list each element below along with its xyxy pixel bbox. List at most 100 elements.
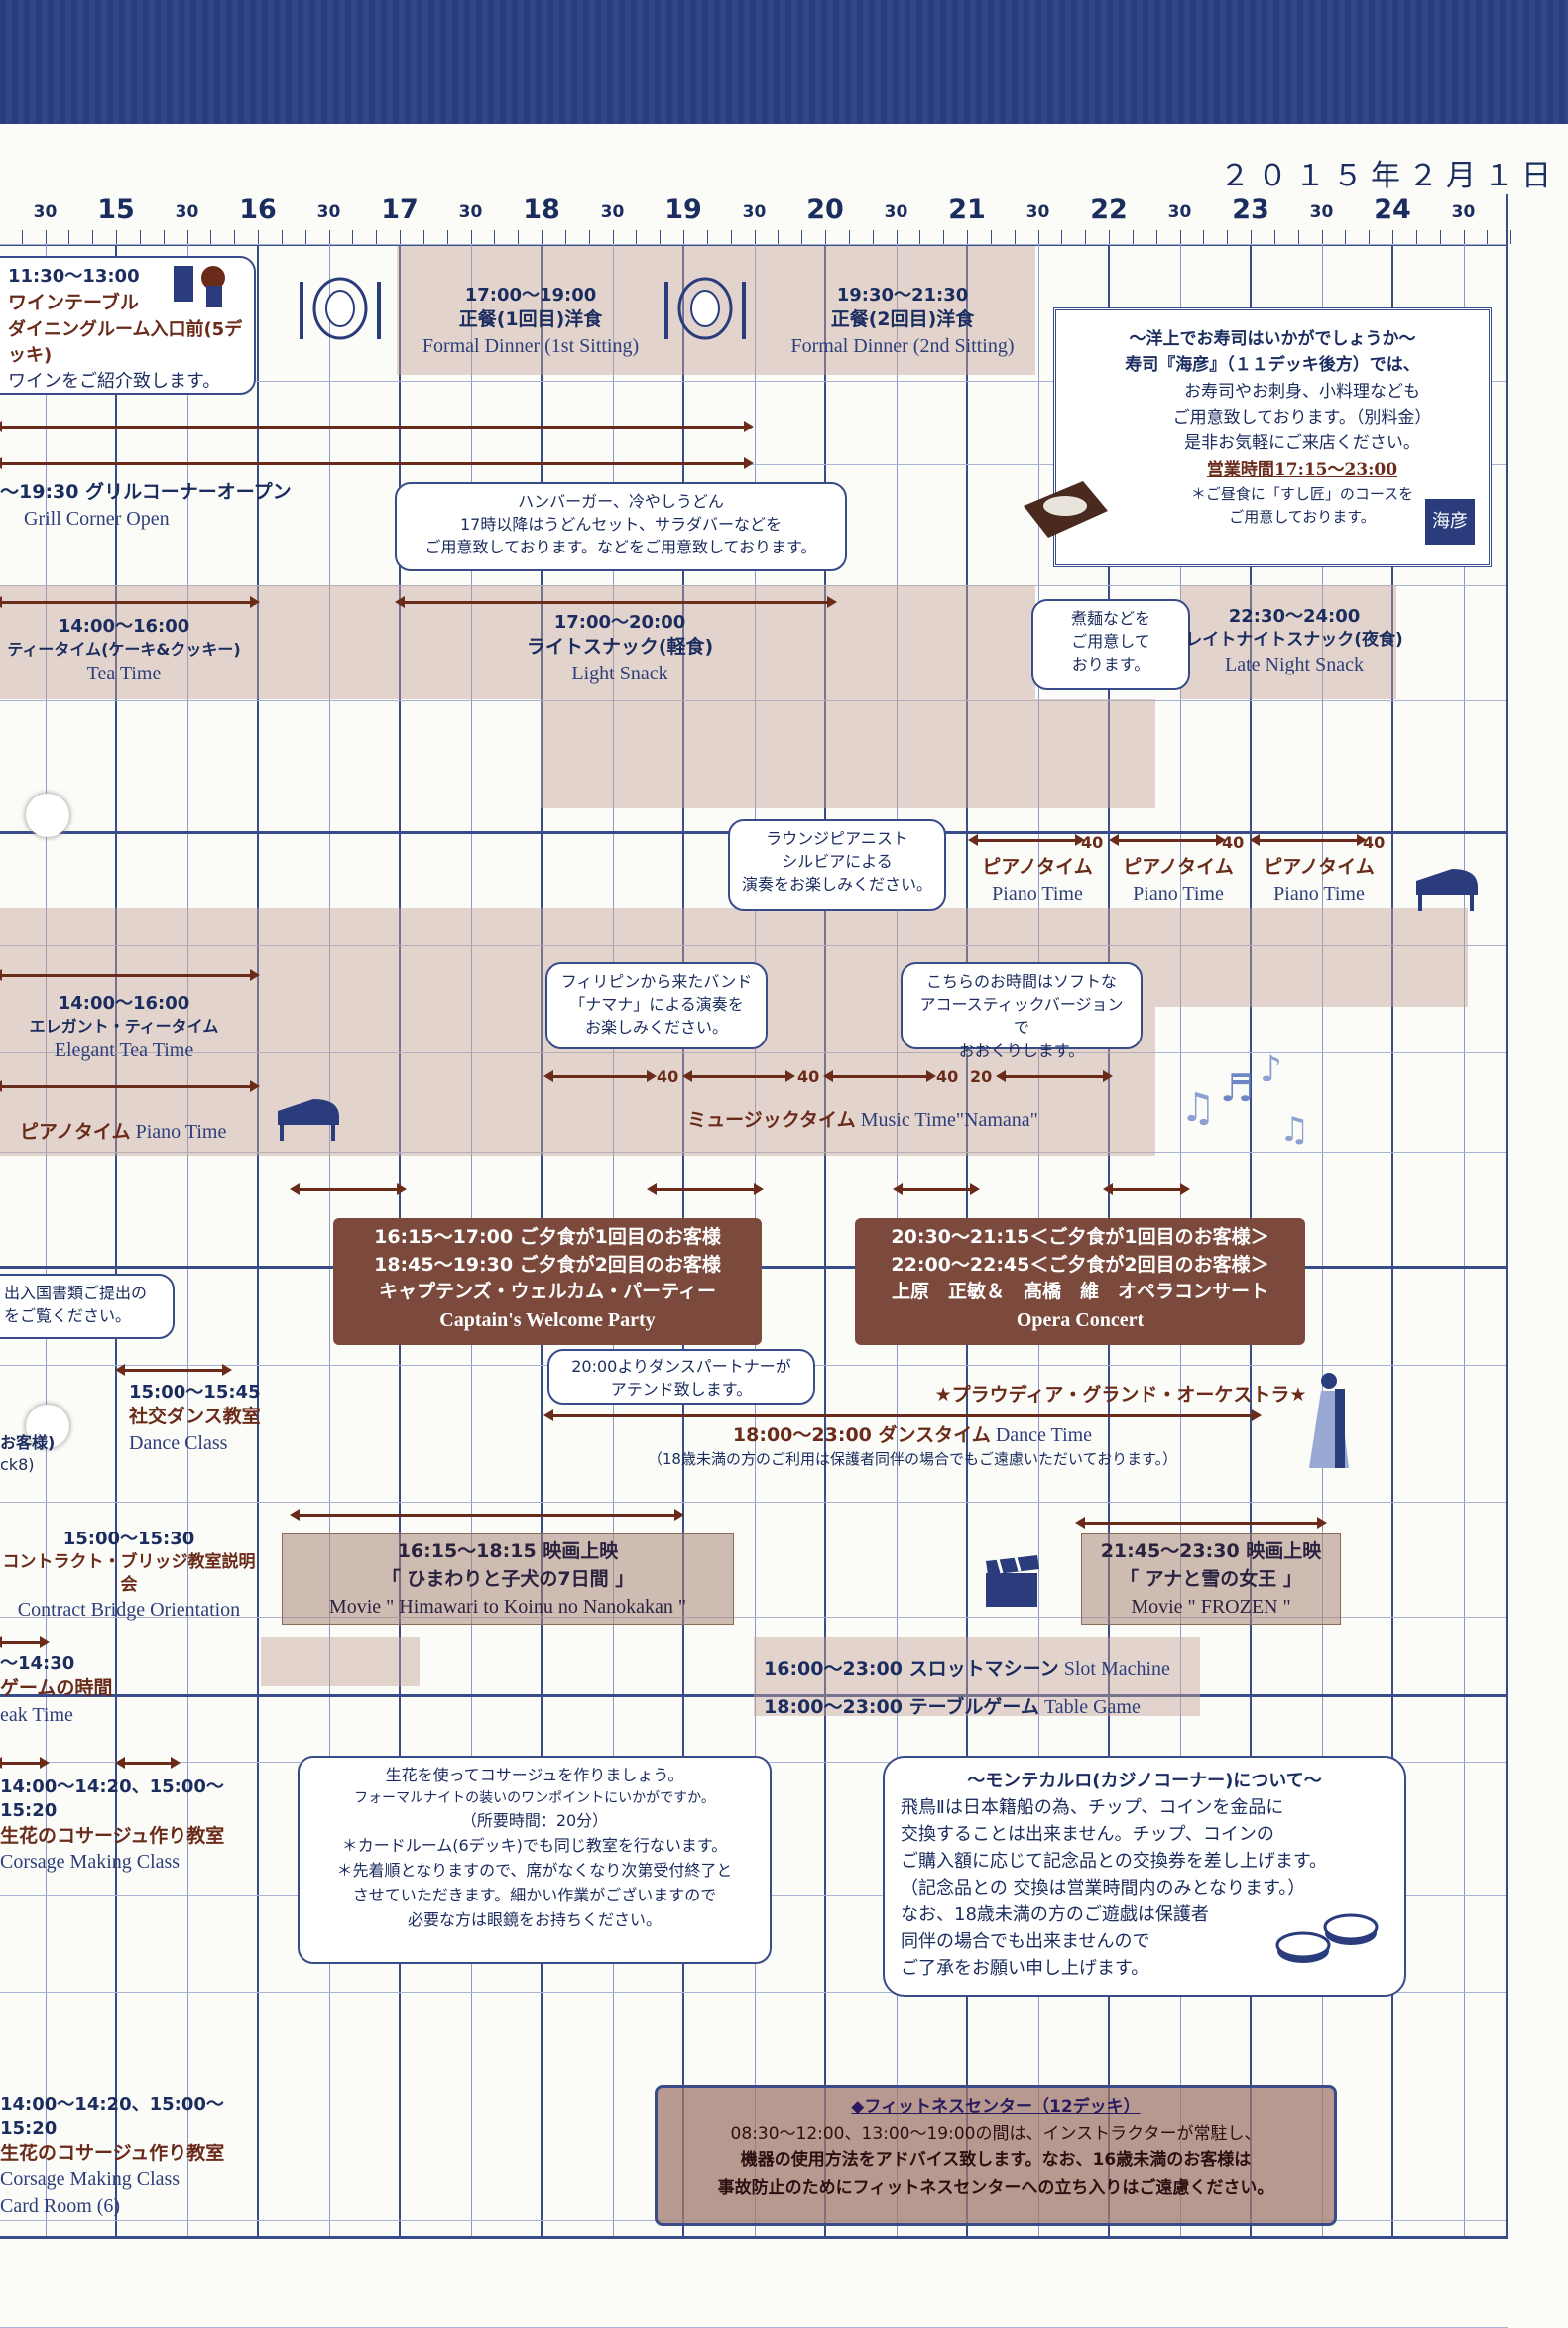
tick-mark (1132, 230, 1134, 244)
opera-line1: 20:30〜21:15＜ご夕食が1回目のお客様＞ (891, 1226, 1269, 1248)
grid-column-line (45, 244, 47, 2238)
sushi-line2: 寿司『海彦』（１１デッキ後方）では、 (1125, 355, 1420, 376)
corsage-info-line3: （所要時間：20分） (460, 1811, 609, 1831)
grill-bubble-line2: 17時以降はうどんセット、サラダバーなどを (459, 515, 783, 535)
snack-time: 17:00〜20:00 (553, 612, 686, 633)
tick-mark (518, 230, 520, 244)
svg-text:♬: ♬ (1220, 1066, 1254, 1110)
fitness-line3: 事故防止のためにフィットネスセンターへの立ち入りはご遠慮ください。 (717, 2177, 1274, 2198)
grid-column-line (115, 244, 117, 2238)
slot-event: 16:00〜23:00 スロットマシーン Slot Machine 18:00〜… (764, 1651, 1210, 1726)
hour-label-23: 23 (1232, 194, 1269, 225)
dinner1-event: 17:00〜19:00 正餐(1回目)洋食 Formal Dinner (1st… (397, 284, 664, 360)
grill-menu-bubble: ハンバーガー、冷やしうどん 17時以降はうどんセット、サラダバーなどを ご用意致… (395, 482, 847, 571)
grid-row-line (0, 1502, 1508, 1503)
opera-line2: 22:00〜22:45＜ご夕食が2回目のお客様＞ (891, 1253, 1269, 1276)
tick-mark (825, 230, 826, 244)
sushi-line7: ＊ご昼食に「すし匠」のコースを (1190, 485, 1414, 504)
tick-mark (872, 230, 874, 244)
half-hour-label: 30 (742, 202, 767, 222)
immig-line1: 出入国書類ご提出の (4, 1284, 148, 1302)
grid-row-line (0, 464, 1508, 465)
grid-row-line (0, 700, 1508, 701)
tick-mark (1109, 230, 1110, 244)
movie1-line1: 16:15〜18:15 映画上映 (397, 1540, 619, 1562)
tick-mark (1439, 230, 1441, 244)
pianist-line2: シルビアによる (782, 852, 893, 872)
table-game-en: Table Game (1043, 1696, 1141, 1718)
wine-location: ダイニングルーム入口前(5デッキ) (8, 318, 243, 366)
half-hour-label: 30 (175, 202, 199, 222)
dance-time-en: Dance Time (995, 1424, 1093, 1446)
hour-label-24: 24 (1374, 194, 1411, 225)
dinner1-title: 正餐(1回目)洋食 (458, 308, 603, 331)
tick-mark (1251, 230, 1252, 244)
dance-class-arrow (123, 1364, 232, 1376)
orchestra-label: ★プラウディア・グランド・オーケストラ★ (912, 1383, 1329, 1409)
grid-row-line (0, 1694, 1508, 1697)
dinner-plate-icon (300, 277, 381, 340)
tick-mark (778, 230, 780, 244)
half-hour-label: 30 (884, 202, 908, 222)
hour-label-22: 22 (1090, 194, 1128, 225)
dinner1-time: 17:00〜19:00 (464, 285, 597, 306)
tick-mark (186, 230, 188, 244)
grid-row-line (0, 1992, 1508, 1993)
grill-event: 〜19:30 グリルコーナーオープン Grill Corner Open (0, 480, 307, 533)
tick-mark (328, 230, 330, 244)
tick-mark (1369, 230, 1371, 244)
music-time-event: ミュージックタイム Music Time"Namana" (655, 1107, 1071, 1134)
band-bubble: フィリピンから来たバンド 「ナマナ」による演奏を お楽しみください。 (545, 962, 768, 1049)
music-notes-icon: ♫♪ ♬♫ (1180, 1049, 1309, 1150)
captain-en: Captain's Welcome Party (439, 1308, 656, 1331)
piano-min-1: 40 (1081, 833, 1104, 852)
sushi-line1: 〜洋上でお寿司はいかがでしょうか〜 (1129, 329, 1416, 349)
noodle-line3: おります。 (1071, 655, 1150, 674)
music-min-1: 40 (657, 1067, 679, 1086)
tick-mark (1297, 230, 1299, 244)
tick-mark (494, 230, 496, 244)
header-band (0, 0, 1568, 124)
captain-party-box: 16:15〜17:00 ご夕食が1回目のお客様 18:45〜19:30 ご夕食が… (333, 1218, 762, 1345)
music-jp: ミュージックタイム (687, 1109, 856, 1131)
dinner2-shade (752, 246, 1035, 375)
wine-desc: ワインをご紹介致します。 (8, 370, 221, 392)
left-cut-line2: ck8) (0, 1454, 35, 1474)
tick-mark (422, 230, 424, 244)
tea-en: Tea Time (86, 662, 162, 684)
piano-left-event: ピアノタイム Piano Time (20, 1119, 258, 1146)
dinner2-en: Formal Dinner (2nd Sitting) (790, 334, 1015, 357)
grid-row-line (0, 945, 1508, 946)
tick-mark (139, 230, 141, 244)
tick-mark (1415, 230, 1417, 244)
grill-en: Grill Corner Open (24, 507, 170, 530)
tick-mark (896, 230, 898, 244)
grid-column-line (824, 244, 826, 2238)
table-game-title: 18:00〜23:00 テーブルゲーム (764, 1696, 1039, 1718)
piano-en-3: Piano Time (1273, 882, 1365, 905)
slot-en: Slot Machine (1063, 1658, 1170, 1680)
tick-mark (1321, 230, 1323, 244)
corsage1-title: 生花のコサージュ作り教室 (0, 1824, 225, 1847)
tea-title: ティータイム(ケーキ&クッキー) (7, 640, 241, 660)
grid-column-line (257, 244, 259, 2238)
corsage-info-line1: 生花を使ってコサージュを作りましょう。 (385, 1766, 684, 1784)
svg-text:♫: ♫ (1180, 1085, 1216, 1131)
noodle-line2: ご用意して (1071, 632, 1150, 652)
slot-title: 16:00〜23:00 スロットマシーン (764, 1658, 1059, 1680)
sushi-line3: お寿司やお刺身、小料理なども (1184, 381, 1420, 402)
grill-bubble-line3: ご用意致しております。などをご用意致しております。 (424, 538, 817, 557)
grill-title: 〜19:30 グリルコーナーオープン (0, 481, 292, 503)
game-left-time: 〜14:30 (0, 1654, 75, 1674)
piano-left-en: Piano Time (135, 1121, 227, 1143)
acoustic-line2: アコースティックバージョンで (919, 995, 1124, 1038)
dance-class-en: Dance Class (129, 1431, 228, 1454)
tick-mark (376, 230, 378, 244)
noodle-bubble: 煮麺などを ご用意して おります。 (1031, 599, 1190, 690)
tick-mark (21, 230, 23, 244)
casino-line6: 同伴の場合でも出来ませんので (901, 1931, 1150, 1952)
bridge-time: 15:00〜15:30 (62, 1529, 195, 1549)
game-left-event: 〜14:30 ゲームの時間 eak Time (0, 1653, 198, 1729)
grid-column-line (1463, 244, 1465, 2238)
elegant-tea-event: 14:00〜16:00 エレガント・ティータイム Elegant Tea Tim… (0, 992, 248, 1064)
